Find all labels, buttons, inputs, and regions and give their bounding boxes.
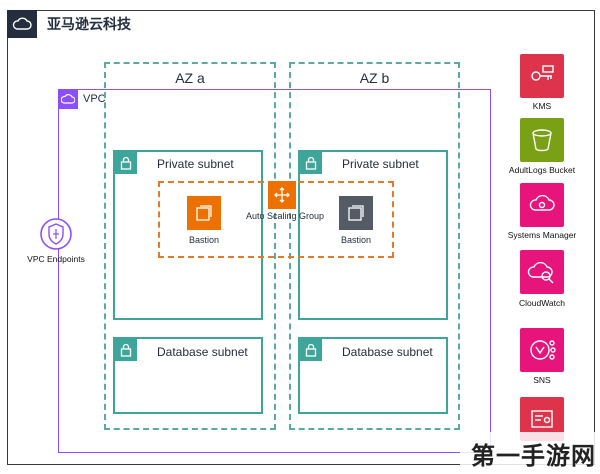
auto-scaling-icon [268,181,296,209]
vpc-endpoints-label: VPC Endpoints [27,254,85,264]
cloud-group-frame [7,10,595,465]
systems-manager-icon [520,183,564,227]
cloud-icon [7,10,37,38]
private-subnet-b [298,150,448,320]
kms-icon [520,54,564,98]
database-subnet-b-label: Database subnet [342,345,433,359]
bastion-a-label: Bastion [188,235,220,245]
systems-manager-label: Systems Manager [507,230,577,240]
lock-icon [115,339,137,361]
private-subnet-b-label: Private subnet [342,157,419,171]
lock-icon [115,152,137,174]
watermark-logo: 第一手游网 [460,432,600,474]
lock-icon [300,339,322,361]
cloudwatch-label: CloudWatch [519,298,565,308]
vpc-label: VPC [83,93,106,105]
private-subnet-a-label: Private subnet [157,157,234,171]
vpc-icon [58,89,78,109]
private-subnet-a [113,150,263,320]
az-b-boundary [289,62,460,430]
az-a-boundary [104,62,276,430]
adultlogs-bucket-label: AdultLogs Bucket [508,165,576,175]
lock-icon [300,152,322,174]
kms-label: KMS [532,101,552,111]
watermark-text: 第一手游网 [471,441,596,470]
database-subnet-a-label: Database subnet [157,345,248,359]
cloudwatch-icon [520,250,564,294]
database-subnet-a [113,337,263,414]
sns-icon [520,328,564,372]
s3-bucket-icon [520,118,564,162]
vpc-header: VPC [58,89,106,109]
az-b-label: AZ b [359,70,390,86]
ec2-instance-icon [339,196,373,230]
auto-scaling-group-label: Auto Scaling Group [246,211,325,221]
vpc-endpoints-icon [39,217,73,251]
bastion-b-label: Bastion [340,235,372,245]
cloud-group-header: 亚马逊云科技 [7,10,131,38]
cloud-group-title: 亚马逊云科技 [47,16,131,32]
database-subnet-b [298,337,448,414]
sns-label: SNS [533,375,551,385]
az-a-label: AZ a [175,70,205,86]
ec2-instance-icon [187,196,221,230]
